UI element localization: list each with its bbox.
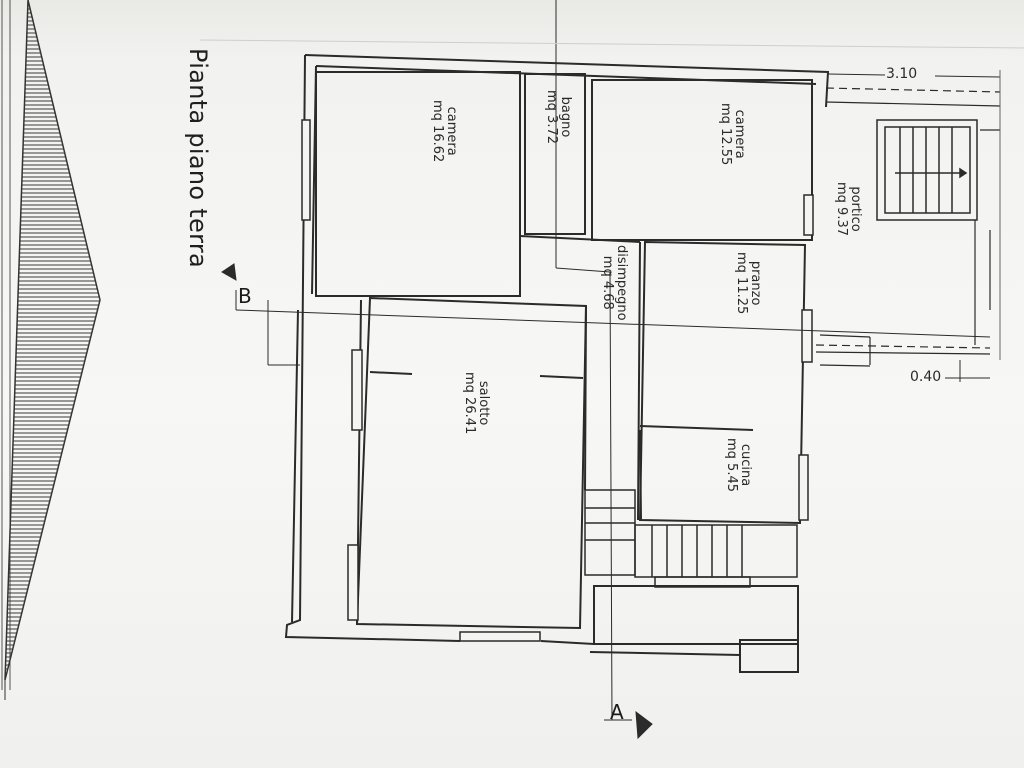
- room-name: salotto: [476, 380, 491, 426]
- dimension-label-top: 3.10: [886, 66, 918, 82]
- roof-hatch-elevation: [1, 0, 101, 700]
- room-name: cucina: [738, 443, 753, 487]
- portico-staircase: [876, 119, 978, 221]
- room-label-salotto: salotto mq 26.41: [461, 372, 491, 435]
- section-line-b: [221, 263, 991, 338]
- dimension-lines: [827, 73, 1001, 382]
- room-area: mq 3.72: [543, 90, 559, 144]
- room-name: pranzo: [748, 260, 763, 306]
- room-label-bagno: bagno mq 3.72: [543, 90, 573, 144]
- section-mark-a: A: [610, 700, 624, 724]
- room-area: mq 4.68: [599, 255, 615, 310]
- room-area: mq 16.62: [429, 100, 445, 163]
- site-edge: [199, 39, 1024, 366]
- room-area: mq 12.55: [717, 103, 733, 166]
- room-label-cucina: cucina mq 5.45: [723, 438, 753, 492]
- room-label-pranzo: pranzo mq 11.25: [733, 252, 763, 315]
- room-area: mq 9.37: [833, 182, 849, 236]
- room-area: mq 26.41: [461, 372, 477, 435]
- room-area: mq 5.45: [723, 438, 739, 492]
- room-name: bagno: [558, 96, 573, 138]
- room-label-portico: portico mq 9.37: [833, 182, 863, 236]
- portico-outline: [815, 87, 1001, 367]
- room-name: portico: [848, 186, 863, 232]
- room-name: camera: [444, 106, 459, 156]
- section-mark-b: B: [238, 284, 252, 308]
- room-label-disimpegno: disimpegno mq 4.68: [599, 245, 629, 321]
- room-name: disimpegno: [614, 245, 629, 321]
- section-line-a: [555, 0, 653, 740]
- window-marks: [301, 119, 814, 642]
- interior-staircase: [584, 489, 798, 588]
- room-area: mq 11.25: [733, 252, 749, 315]
- dimension-label-right: 0.40: [910, 369, 942, 385]
- room-name: camera: [732, 109, 747, 159]
- plan-title: Pianta piano terra: [184, 48, 212, 269]
- interior-walls: [315, 71, 813, 673]
- room-label-camera-left: camera mq 16.62: [429, 100, 459, 163]
- room-label-camera-right: camera mq 12.55: [717, 103, 747, 166]
